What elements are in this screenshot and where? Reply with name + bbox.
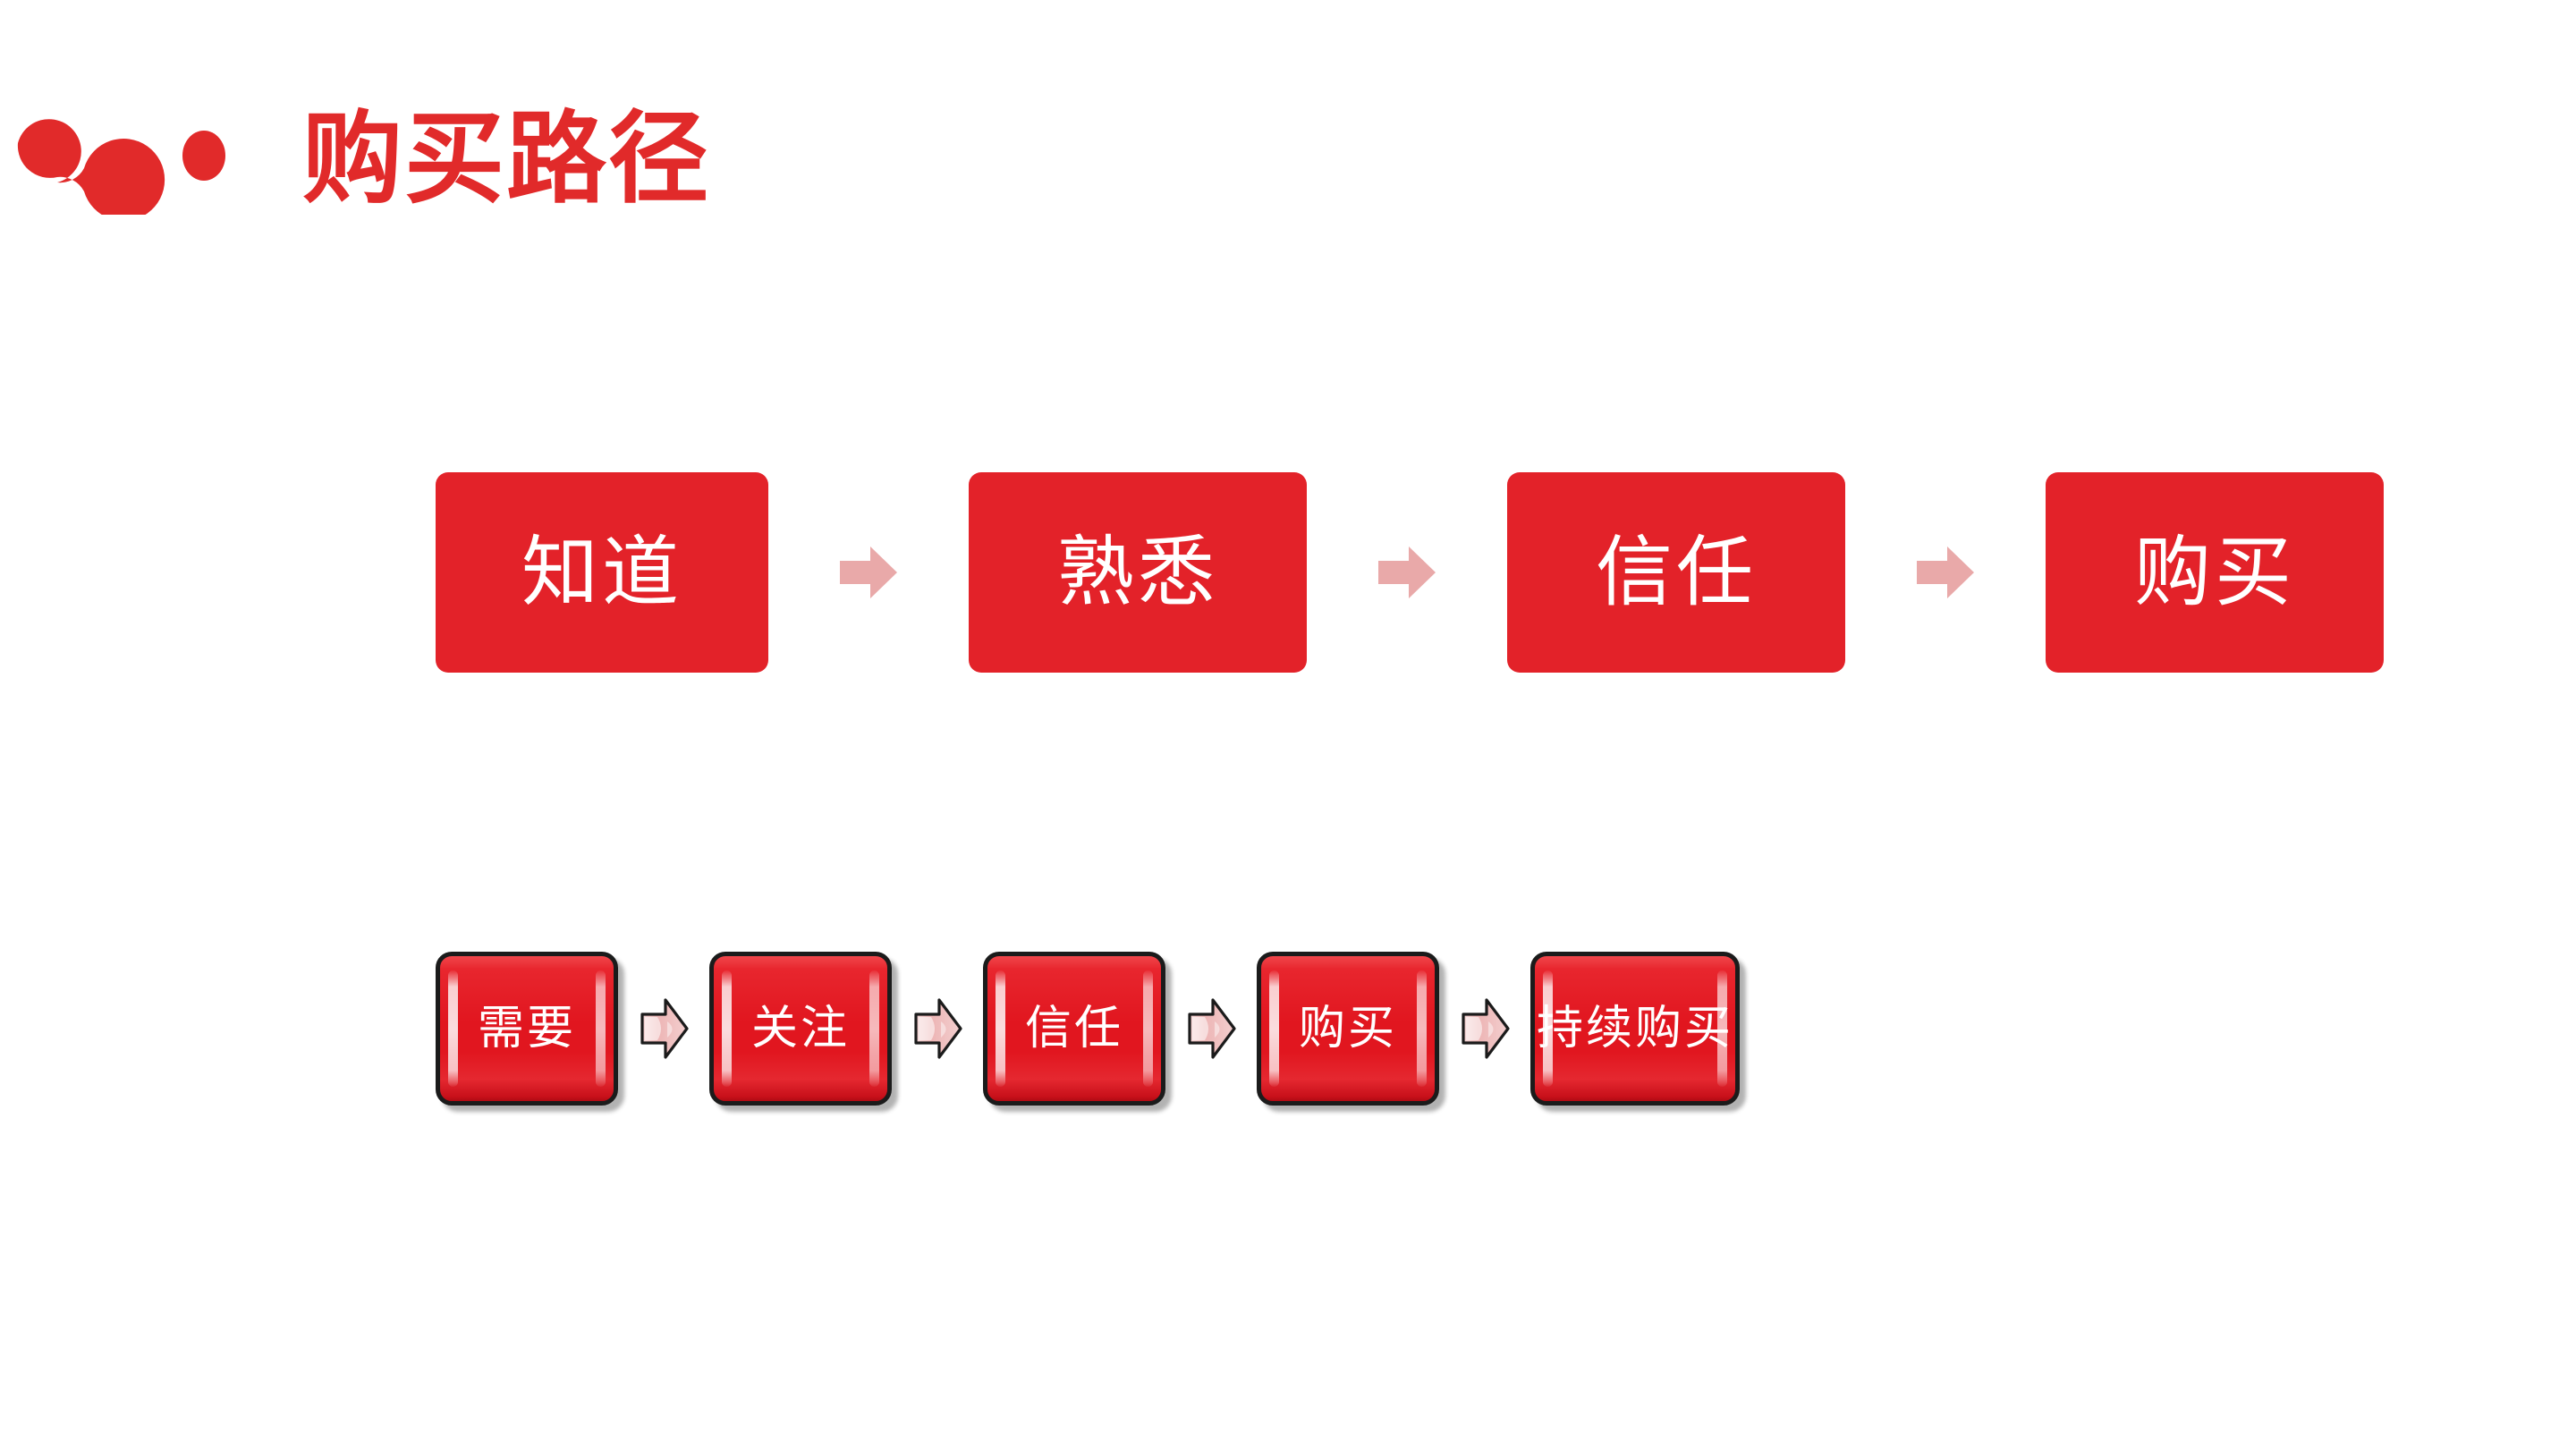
flow-step-label: 购买 <box>2134 530 2295 615</box>
flow-step-button[interactable]: 需要 <box>436 952 618 1106</box>
spacer <box>1237 1029 1257 1030</box>
spacer <box>1439 1029 1459 1030</box>
spacer <box>768 572 840 573</box>
flow-step-label: 信任 <box>1596 530 1757 615</box>
arrow-right-outlined-icon <box>638 995 690 1063</box>
flow-step-card[interactable]: 知道 <box>436 472 768 673</box>
spacer <box>1511 1029 1530 1030</box>
arrow-right-icon <box>840 547 897 598</box>
slide-header: 购买路径 <box>0 0 2576 268</box>
spacer <box>618 1029 638 1030</box>
spacer <box>1974 572 2046 573</box>
arrow-right-icon <box>1378 547 1436 598</box>
page-title: 购买路径 <box>302 103 710 215</box>
flow-step-card[interactable]: 购买 <box>2046 472 2384 673</box>
flow-step-button[interactable]: 信任 <box>983 952 1165 1106</box>
spacer <box>1845 572 1917 573</box>
flow-step-label: 信任 <box>1024 1003 1123 1055</box>
flow-step-label: 熟悉 <box>1057 530 1218 615</box>
spacer <box>1165 1029 1185 1030</box>
flow-step-card[interactable]: 信任 <box>1507 472 1845 673</box>
spacer <box>1436 572 1507 573</box>
spacer <box>897 572 969 573</box>
purchase-path-primary-flow: 知道 熟悉 信任 购买 <box>436 472 2384 673</box>
spacer <box>963 1029 983 1030</box>
flow-step-label: 知道 <box>521 530 682 615</box>
flow-step-button[interactable]: 持续购买 <box>1530 952 1740 1106</box>
blob-dot-logo-icon <box>9 89 295 221</box>
arrow-right-outlined-icon <box>1185 995 1237 1063</box>
purchase-path-secondary-flow: 需要 关注 <box>436 950 1740 1107</box>
arrow-right-outlined-icon <box>1459 995 1511 1063</box>
spacer <box>892 1029 911 1030</box>
arrow-right-icon <box>1917 547 1974 598</box>
flow-step-label: 需要 <box>477 1003 576 1055</box>
flow-step-button[interactable]: 关注 <box>709 952 892 1106</box>
flow-step-label: 持续购买 <box>1536 1003 1733 1055</box>
spacer <box>690 1029 709 1030</box>
flow-step-card[interactable]: 熟悉 <box>969 472 1307 673</box>
arrow-right-outlined-icon <box>911 995 963 1063</box>
spacer <box>1307 572 1378 573</box>
flow-step-button[interactable]: 购买 <box>1257 952 1439 1106</box>
flow-step-label: 购买 <box>1298 1003 1397 1055</box>
flow-step-label: 关注 <box>750 1003 850 1055</box>
